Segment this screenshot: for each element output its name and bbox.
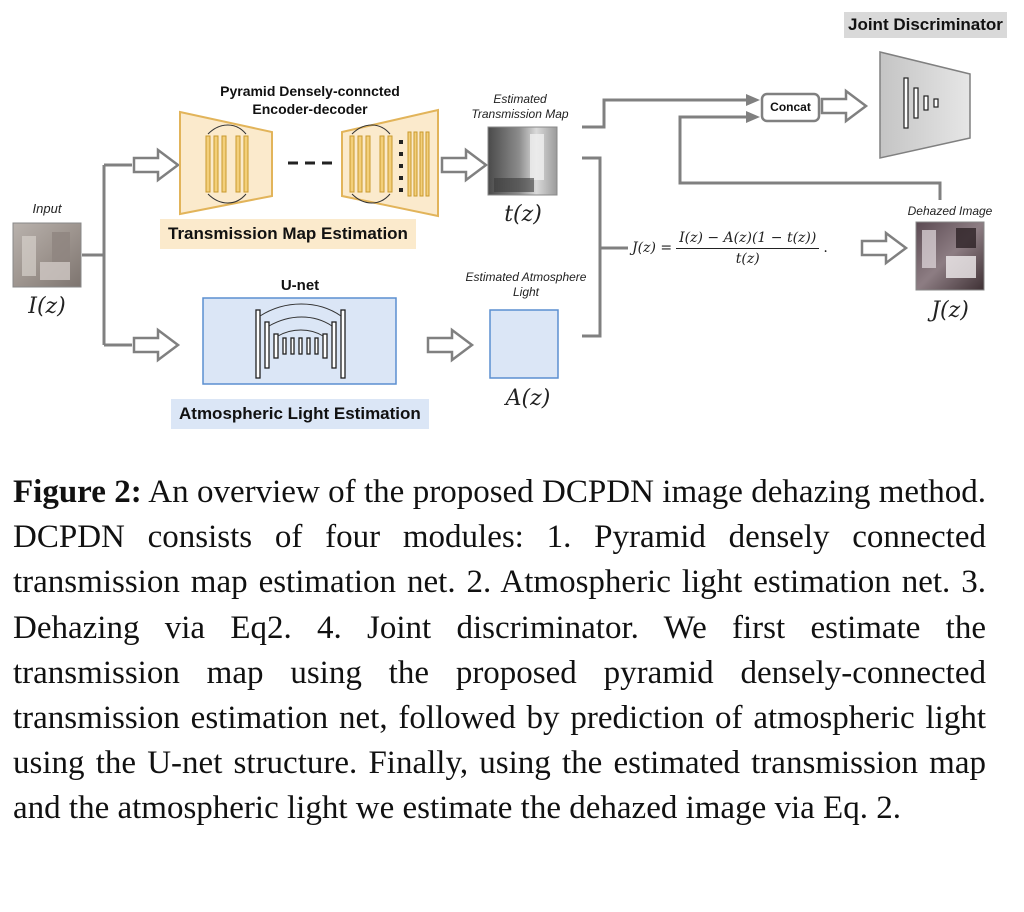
caption-text: An overview of the proposed DCPDN image … — [13, 474, 986, 827]
pyramid-title-line1: Pyramid Densely-conncted — [220, 83, 400, 99]
est-atm-line2: Light — [512, 285, 540, 299]
input-image — [12, 222, 82, 288]
encoder-block — [179, 110, 273, 216]
equation-fraction: I(z) − A(z)(1 − t(z)) t(z) — [676, 230, 820, 267]
equation-lhs: J(z) = — [632, 240, 673, 256]
arrow-to-tmap — [440, 147, 489, 183]
arrow-to-atm — [426, 327, 475, 363]
discriminator-block — [879, 51, 971, 159]
dehazing-equation: J(z) = I(z) − A(z)(1 − t(z)) t(z) . — [632, 228, 828, 268]
est-atm-line1: Estimated Atmosphere — [465, 270, 587, 284]
equation-tail: . — [823, 240, 828, 256]
figure-diagram — [12, 51, 985, 385]
dehazed-math: J(z) — [931, 298, 969, 323]
atmosphere-light-square — [489, 309, 559, 379]
equation-numerator: I(z) − A(z)(1 − t(z)) — [676, 230, 820, 249]
transmission-band: Transmission Map Estimation — [160, 219, 416, 249]
arrowheads-lines — [746, 94, 760, 123]
est-tmap-line1: Estimated — [493, 92, 547, 106]
unet-title: U-net — [280, 277, 320, 294]
atm-math: A(z) — [505, 386, 551, 411]
dehazed-image — [915, 221, 985, 291]
figure-caption: Figure 2: An overview of the proposed DC… — [13, 470, 986, 832]
arrow-to-encoder — [132, 147, 181, 183]
transmission-map-image — [487, 126, 558, 196]
joint-discriminator-title: Joint Discriminator — [844, 12, 1007, 38]
caption-lead: Figure 2: — [13, 474, 142, 510]
arrow-to-discriminator — [820, 88, 869, 124]
tmap-math: t(z) — [504, 202, 542, 227]
concat-box — [760, 92, 821, 123]
unet-block — [202, 297, 397, 385]
pyramid-title: Pyramid Densely-conncted Encoder-decoder — [186, 82, 434, 118]
input-label: Input — [32, 201, 62, 216]
est-tmap-line2: Transmission Map — [471, 107, 569, 121]
arrow-to-unet — [132, 327, 181, 363]
concat-label: Concat — [770, 100, 811, 114]
connector-lines — [82, 98, 942, 347]
est-atm-label: Estimated Atmosphere Light — [446, 270, 606, 300]
input-math: I(z) — [28, 294, 66, 319]
dehazed-label: Dehazed Image — [907, 204, 993, 218]
pyramid-title-line2: Encoder-decoder — [252, 101, 368, 117]
arrow-to-dehazed — [860, 230, 909, 266]
atmospheric-band: Atmospheric Light Estimation — [171, 399, 429, 429]
block-arrows — [132, 88, 909, 363]
decoder-block — [341, 108, 439, 218]
equation-denominator: t(z) — [735, 250, 760, 267]
est-tmap-label: Estimated Transmission Map — [452, 92, 588, 122]
